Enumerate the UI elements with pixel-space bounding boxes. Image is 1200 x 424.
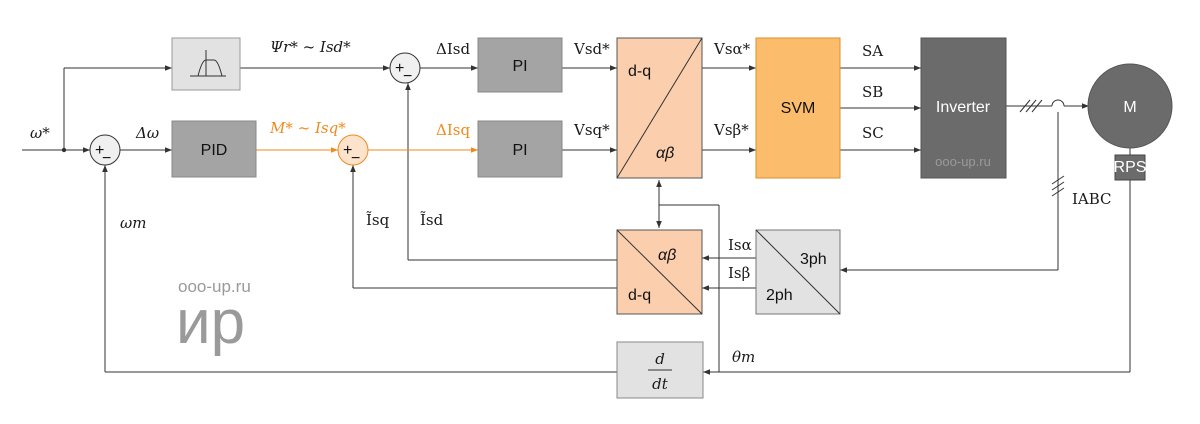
inverter-watermark: ooo-up.ru: [935, 154, 991, 169]
motor-label: M: [1123, 99, 1136, 116]
svg-text:+: +: [343, 142, 352, 159]
inverse-park-block: d-q αβ: [616, 37, 703, 179]
inverter-label: Inverter: [936, 99, 991, 116]
three-phase-marks: [1019, 99, 1065, 197]
pid-block: PID: [171, 120, 257, 178]
flux-weakening-block: [171, 37, 241, 91]
isbeta-label: Isβ: [728, 264, 750, 282]
park-block: αβ d-q: [616, 229, 703, 315]
inverse-park-top-label: d-q: [628, 63, 651, 80]
inverter-block: Inverter ooo-up.ru: [920, 37, 1007, 179]
flux-weakening-icon: [190, 50, 226, 77]
vsalpha-label: Vsα*: [713, 40, 751, 58]
derivative-denominator: dt: [652, 375, 669, 393]
watermark-logo: ир: [176, 288, 245, 357]
vsq-label: Vsq*: [573, 121, 610, 139]
derivative-block: d dt: [616, 341, 704, 399]
svm-block: SVM: [755, 37, 841, 179]
inverse-park-bottom-label: αβ: [656, 145, 674, 162]
pi-q-block: PI: [477, 120, 563, 178]
sb-label: SB: [862, 83, 883, 101]
vsd-label: Vsd*: [573, 40, 610, 58]
iabc-label: IABC: [1072, 190, 1112, 208]
svm-label: SVM: [781, 100, 816, 117]
svg-text:−: −: [351, 150, 360, 167]
junction-dots: [61, 147, 67, 153]
omega-m-label: ωm: [120, 214, 146, 232]
derivative-numerator: d: [655, 350, 665, 368]
isalpha-label: Isα: [728, 236, 752, 254]
rps-label: RPS: [1114, 159, 1147, 176]
clarke-block: 3ph 2ph: [755, 229, 841, 315]
torque-ref-label: M* ~ Isq*: [269, 119, 346, 137]
pi-q-label: PI: [512, 142, 527, 159]
torque-summer: + −: [337, 134, 369, 167]
theta-m-label: θm: [732, 348, 755, 366]
flux-summer: + −: [389, 52, 421, 85]
isq-feedback-label: Ĩsq: [366, 211, 390, 229]
clarke-bottom-label: 2ph: [766, 287, 793, 304]
flux-ref-label: Ψr* ~ Isd*: [270, 38, 351, 56]
signal-wires: [22, 65, 1131, 375]
watermark-site: ooo-up.ru: [178, 277, 251, 296]
park-bottom-label: d-q: [628, 287, 651, 304]
pi-d-label: PI: [512, 58, 527, 75]
sc-label: SC: [862, 124, 884, 142]
delta-isd-label: ΔIsd: [436, 40, 470, 58]
vsbeta-label: Vsβ*: [713, 121, 749, 139]
delta-isq-label: ΔIsq: [436, 121, 470, 139]
svg-text:+: +: [95, 142, 104, 159]
isd-feedback-label: Ĩsd: [420, 211, 444, 229]
omega-ref-label: ω*: [30, 124, 50, 142]
isq-feedback-wire: [350, 165, 617, 289]
svg-text:+: +: [395, 60, 404, 77]
pi-d-block: PI: [477, 37, 563, 93]
sa-label: SA: [862, 42, 883, 60]
speed-summer: + −: [89, 134, 121, 167]
park-top-label: αβ: [658, 247, 676, 264]
clarke-top-label: 3ph: [800, 251, 827, 268]
pid-label: PID: [201, 142, 228, 159]
delta-omega-label: Δω: [135, 124, 159, 142]
motor: M: [1087, 63, 1173, 149]
rps-sensor: RPS: [1114, 154, 1147, 181]
svg-text:−: −: [102, 150, 111, 167]
svg-text:−: −: [403, 68, 412, 85]
